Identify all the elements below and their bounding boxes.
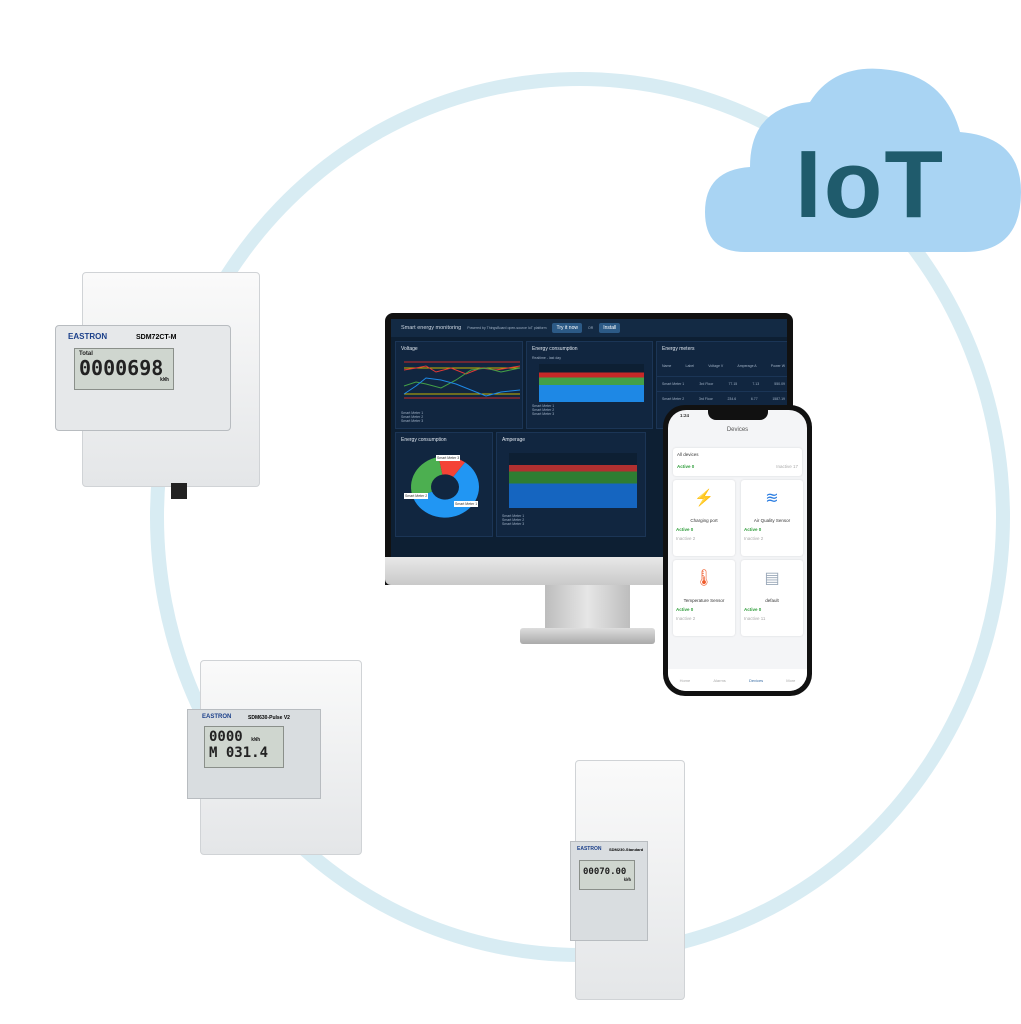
all-inactive-count[interactable]: Inactive 17 xyxy=(776,464,798,469)
meter-model: SDM72CT-M xyxy=(136,334,177,341)
energy-bar-panel: Energy consumption Realtime - last day S… xyxy=(526,341,653,429)
smartphone: 1:24 Devices All devices Active 0 Inactiv… xyxy=(663,405,812,696)
meter-brand: EASTRON xyxy=(202,714,232,720)
all-devices-card[interactable]: All devices Active 0 Inactive 17 xyxy=(673,448,802,476)
voltage-chart xyxy=(403,361,521,399)
inactive-count[interactable]: Inactive 2 xyxy=(676,536,696,541)
air-quality-icon: ≋ xyxy=(765,490,779,507)
device-card[interactable]: 🌡 Temperature Sensor Active 0 Inactive 2 xyxy=(673,560,735,636)
all-active-count[interactable]: Active 0 xyxy=(677,464,695,469)
energy-meter-sdm630: EASTRON SDM630-Pulse V2 0000 kWh M 031.4 xyxy=(187,660,362,855)
meter-brand: EASTRON xyxy=(577,846,602,852)
iot-label: IoT xyxy=(795,131,945,238)
device-default-icon: ▤ xyxy=(764,570,780,587)
nav-home[interactable]: Home xyxy=(679,677,691,683)
meter-display: 0000 kWh M 031.4 xyxy=(204,726,284,768)
nav-alarms[interactable]: Alarms xyxy=(713,677,726,683)
energy-bar-title: Energy consumption xyxy=(532,346,578,352)
devices-screen: 1:24 Devices All devices Active 0 Inactiv… xyxy=(668,410,807,691)
meter-model: SDM230-Standard xyxy=(609,847,644,852)
dashboard-header: Smart energy monitoring Powered by Thing… xyxy=(391,319,787,337)
pie-slice xyxy=(438,456,465,477)
inactive-count[interactable]: Inactive 11 xyxy=(744,616,766,621)
active-count[interactable]: Active 0 xyxy=(676,527,694,532)
install-button[interactable]: Install xyxy=(599,323,621,333)
meter-display: Total 0000698 kWh xyxy=(74,348,174,390)
inactive-count[interactable]: Inactive 2 xyxy=(676,616,696,621)
or-label: OR xyxy=(587,326,594,330)
pie-slice xyxy=(411,456,443,499)
all-devices-label: All devices xyxy=(677,452,699,457)
screen-title: Devices xyxy=(726,427,749,433)
monitor-base xyxy=(520,628,655,644)
energy-pie-panel: Energy consumption Smart Meter 3 Smart M… xyxy=(395,432,493,537)
charging-port-icon: ⚡ xyxy=(694,490,714,507)
cloud-icon xyxy=(705,68,1021,252)
bottom-nav: Home Alarms Devices More xyxy=(668,669,807,691)
energy-meters-title: Energy meters xyxy=(662,346,695,352)
status-time: 1:24 xyxy=(680,413,690,418)
thermometer-icon: 🌡 xyxy=(693,570,715,587)
device-card[interactable]: ▤ default Active 0 Inactive 11 xyxy=(741,560,803,636)
meter-model: SDM630-Pulse V2 xyxy=(248,715,290,721)
monitor-stand xyxy=(545,585,630,630)
phone-notch xyxy=(708,410,768,420)
pie-label: Smart Meter 3 xyxy=(436,455,461,461)
meter-brand: EASTRON xyxy=(68,332,108,341)
energy-pie-title: Energy consumption xyxy=(401,437,447,443)
active-count[interactable]: Active 0 xyxy=(744,527,762,532)
device-card[interactable]: ⚡ Charging port Active 0 Inactive 2 xyxy=(673,480,735,556)
active-count[interactable]: Active 0 xyxy=(744,607,762,612)
active-count[interactable]: Active 0 xyxy=(676,607,694,612)
dashboard-title: Smart energy monitoring xyxy=(401,325,462,331)
din-clip xyxy=(171,483,187,499)
nav-devices[interactable]: Devices xyxy=(748,677,764,683)
pie-label: Smart Meter 1 xyxy=(454,501,479,507)
device-name: default xyxy=(765,598,779,603)
inactive-count[interactable]: Inactive 2 xyxy=(744,536,764,541)
device-name: Temperature Sensor xyxy=(683,598,725,603)
dashboard-subtitle: Powered by ThingsBoard open-source IoT p… xyxy=(467,326,547,330)
energy-meter-sdm72ct: EASTRON SDM72CT-M Total 0000698 kWh xyxy=(55,272,260,499)
device-card[interactable]: ≋ Air Quality Sensor Active 0 Inactive 2 xyxy=(741,480,803,556)
try-button[interactable]: Try it now xyxy=(552,323,582,333)
device-name: Air Quality Sensor xyxy=(753,518,791,523)
amperage-chart xyxy=(509,453,637,508)
amperage-title: Amperage xyxy=(502,437,526,443)
nav-more[interactable]: More xyxy=(786,677,796,683)
device-name: Charging port xyxy=(690,518,718,523)
voltage-title: Voltage xyxy=(401,346,418,352)
pie-label: Smart Meter 2 xyxy=(404,493,429,499)
time-range[interactable]: Realtime - last day xyxy=(532,356,561,360)
energy-bar-chart xyxy=(539,364,644,402)
